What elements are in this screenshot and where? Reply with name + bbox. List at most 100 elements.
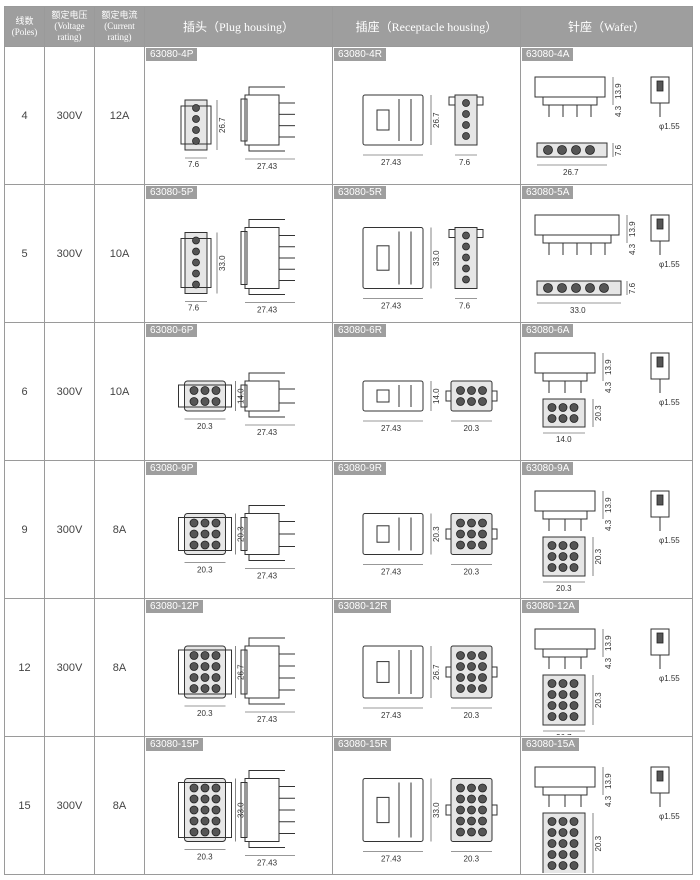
plug-side-body — [244, 380, 280, 412]
wafer-length-dim: 26.7 — [556, 733, 572, 735]
receptacle-face-tab — [491, 804, 498, 816]
poles-cell: 9 — [4, 460, 45, 599]
receptacle-part-number: 63080-5R — [334, 186, 386, 199]
plug-side-latch — [248, 505, 285, 514]
contact-cavity — [478, 805, 487, 815]
wafer-top-step — [542, 234, 612, 244]
voltage-cell: 300V — [44, 598, 95, 737]
contact-cavity — [467, 794, 476, 804]
wafer-drawing: 13.9 4.3 φ1.55 20.3 33.0 — [534, 766, 680, 873]
receptacle-drawing: 27.43 14.0 20.3 — [362, 380, 498, 433]
contact-cavity — [200, 684, 210, 693]
contact-cavity — [200, 651, 210, 660]
wafer-part-number: 63080-15A — [522, 738, 579, 751]
contact-cavity — [569, 701, 579, 710]
receptacle-face-outline — [454, 94, 478, 146]
contact-cavity — [478, 673, 487, 682]
current-cell: 10A — [94, 322, 145, 461]
contact-cavity — [478, 397, 487, 406]
contact-cavity — [547, 679, 557, 688]
wafer-cell: 63080-15A 13.9 4.3 φ1.55 20.3 33.0 — [520, 736, 693, 875]
plug-length-dim: 27.43 — [257, 306, 278, 315]
contact-cavity — [189, 827, 199, 837]
plug-side-latch — [248, 770, 285, 779]
contact-cavity — [462, 275, 470, 284]
contact-cavity — [547, 563, 557, 572]
contact-cavity — [558, 563, 568, 572]
contact-cavity — [189, 386, 199, 395]
receptacle-side-body — [362, 513, 424, 555]
contact-cavity — [189, 783, 199, 793]
contact-cavity — [211, 816, 221, 826]
wafer-height2-dim: 4.3 — [614, 105, 623, 117]
contact-cavity — [547, 850, 557, 859]
contact-cavity — [467, 827, 476, 837]
wafer-cell: 63080-9A 13.9 4.3 φ1.55 20.3 20.3 — [520, 460, 693, 599]
wafer-part-number: 63080-12A — [522, 600, 579, 613]
receptacle-height-dim: 20.3 — [432, 526, 441, 542]
plug-cell: 63080-12P 20.3 26.7 27.43 — [144, 598, 333, 737]
wafer-cell: 63080-4A 13.9 4.3 φ1.55 7.6 26.7 — [520, 46, 693, 185]
receptacle-length-dim: 27.43 — [381, 855, 402, 864]
receptacle-face-tab — [445, 390, 452, 402]
plug-cell: 63080-6P 20.3 14.0 27.43 — [144, 322, 333, 461]
receptacle-face-dim: 20.3 — [464, 711, 480, 720]
contact-cavity — [192, 126, 200, 134]
contact-cavity — [478, 816, 487, 826]
wafer-part-number: 63080-9A — [522, 462, 574, 475]
contact-cavity — [547, 701, 557, 710]
plug-length-dim: 27.43 — [257, 162, 278, 171]
contact-cavity — [467, 397, 476, 406]
voltage-cell: 300V — [44, 46, 95, 185]
receptacle-side-window — [376, 796, 390, 824]
plug-face-latch — [178, 782, 232, 838]
contact-cavity — [558, 679, 568, 688]
contact-cavity — [211, 662, 221, 671]
contact-cavity — [189, 816, 199, 826]
contact-cavity — [462, 121, 470, 129]
plug-part-number: 63080-5P — [146, 186, 198, 199]
contact-cavity — [569, 861, 579, 870]
receptacle-height-dim: 33.0 — [432, 250, 441, 266]
wafer-pin-dim: φ1.55 — [659, 812, 680, 821]
receptacle-cell: 63080-5R 27.43 33.0 7.6 — [332, 184, 521, 323]
contact-cavity — [189, 518, 199, 528]
contact-cavity — [558, 861, 568, 870]
header-receptacle: 插座（Receptacle housing） — [332, 6, 521, 47]
contact-cavity — [189, 684, 199, 693]
wafer-base-dim: 7.6 — [614, 144, 623, 156]
contact-cavity — [558, 701, 568, 710]
contact-cavity — [569, 690, 579, 699]
contact-cavity — [211, 827, 221, 837]
plug-part-number: 63080-9P — [146, 462, 198, 475]
receptacle-face-tab — [476, 96, 484, 106]
contact-cavity — [467, 805, 476, 815]
contact-cavity — [547, 712, 557, 721]
plug-side-rear — [240, 517, 248, 551]
plug-length-dim: 27.43 — [257, 859, 278, 868]
receptacle-face-dim: 20.3 — [464, 424, 480, 433]
wafer-drawing: 13.9 4.3 φ1.55 7.6 26.7 — [534, 76, 680, 177]
wafer-height2-dim: 4.3 — [604, 381, 613, 393]
contact-cavity — [467, 816, 476, 826]
plug-side-latch — [248, 841, 285, 848]
plug-drawing: 7.6 26.7 27.43 — [180, 86, 295, 171]
contact-cavity — [558, 690, 568, 699]
plug-drawing: 20.3 26.7 27.43 — [178, 637, 295, 724]
contact-cavity — [189, 540, 199, 550]
plug-face-dim: 20.3 — [197, 422, 213, 431]
contact-cavity — [192, 137, 200, 145]
wafer-height2-dim: 4.3 — [604, 657, 613, 669]
contact-cavity — [211, 529, 221, 539]
voltage-cell: 300V — [44, 184, 95, 323]
current-cell: 12A — [94, 46, 145, 185]
contact-cavity — [211, 386, 221, 395]
contact-cavity — [211, 651, 221, 660]
plug-side-body — [244, 227, 280, 289]
wafer-top-step — [542, 648, 588, 658]
receptacle-part-number: 63080-15R — [334, 738, 392, 751]
receptacle-side-body — [362, 380, 424, 412]
plug-face-latch — [178, 517, 232, 551]
